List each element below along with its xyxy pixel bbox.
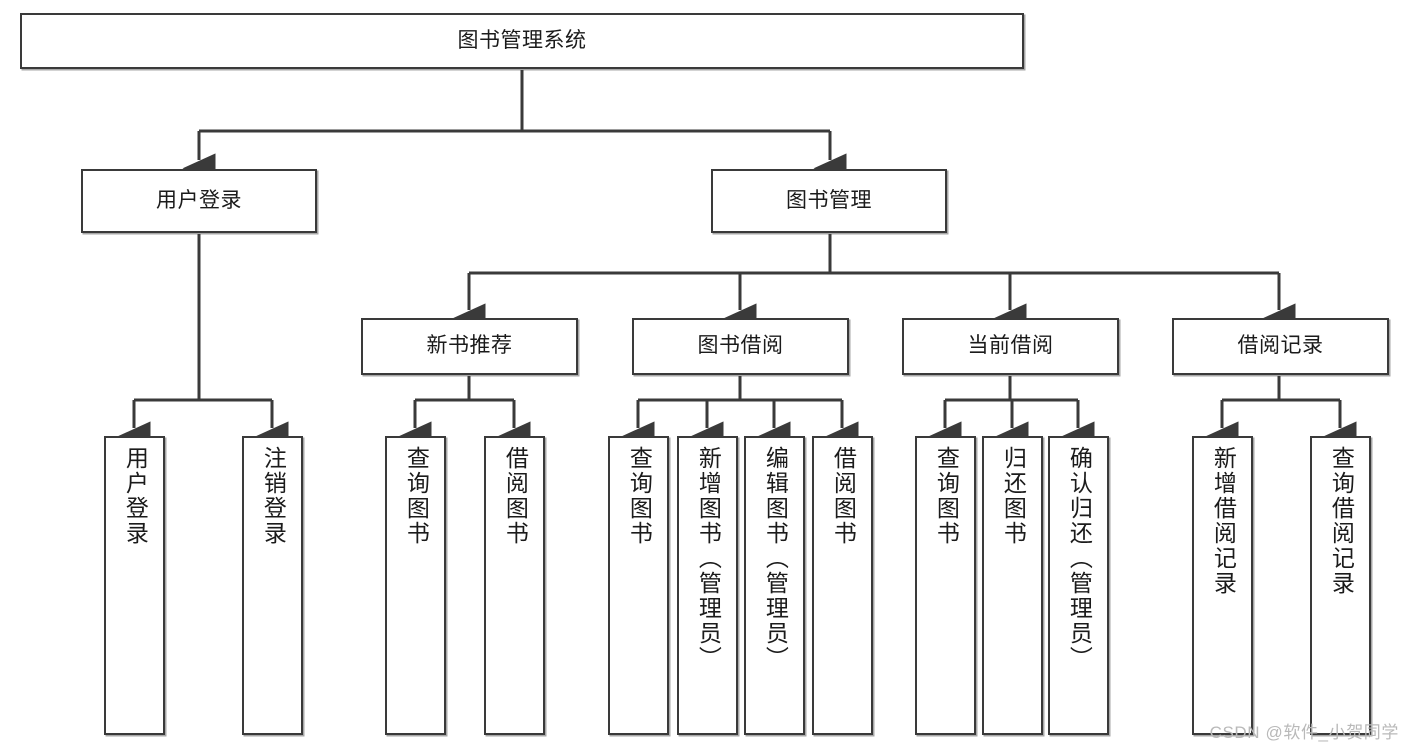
leaf-borrow-edit-book-admin[interactable]: 编辑图书（管理员） (744, 436, 805, 735)
node-label: 新增图书（管理员） (695, 446, 722, 671)
node-new-book-recommend[interactable]: 新书推荐 (361, 318, 578, 375)
node-label: 注销登录 (260, 446, 287, 546)
node-label: 图书管理系统 (457, 28, 587, 52)
node-label: 查询借阅记录 (1328, 446, 1355, 596)
node-label: 归还图书 (1000, 446, 1027, 546)
leaf-recommend-borrow-book[interactable]: 借阅图书 (484, 436, 545, 735)
leaf-borrow-borrow-book[interactable]: 借阅图书 (812, 436, 873, 735)
node-label: 当前借阅 (967, 334, 1054, 358)
node-label: 用户登录 (156, 188, 242, 212)
leaf-record-query-record[interactable]: 查询借阅记录 (1310, 436, 1371, 735)
node-current-borrow[interactable]: 当前借阅 (902, 318, 1119, 375)
leaf-borrow-query-book[interactable]: 查询图书 (608, 436, 669, 735)
node-book-borrow[interactable]: 图书借阅 (632, 318, 849, 375)
leaf-current-return-book[interactable]: 归还图书 (982, 436, 1043, 735)
leaf-record-add-record[interactable]: 新增借阅记录 (1192, 436, 1253, 735)
node-book-management[interactable]: 图书管理 (711, 169, 947, 233)
leaf-borrow-add-book-admin[interactable]: 新增图书（管理员） (677, 436, 738, 735)
node-label: 确认归还（管理员） (1066, 446, 1093, 671)
leaf-current-query-book[interactable]: 查询图书 (915, 436, 976, 735)
node-label: 查询图书 (403, 446, 430, 546)
node-root-book-management-system[interactable]: 图书管理系统 (20, 13, 1024, 69)
leaf-current-confirm-return-admin[interactable]: 确认归还（管理员） (1048, 436, 1109, 735)
node-label: 新书推荐 (426, 334, 513, 358)
node-label: 用户登录 (122, 446, 149, 546)
watermark: CSDN @软件_小贺同学 (1209, 723, 1399, 742)
node-borrow-record[interactable]: 借阅记录 (1172, 318, 1389, 375)
leaf-user-login-signout[interactable]: 注销登录 (242, 436, 303, 735)
node-label: 借阅图书 (830, 446, 857, 546)
node-label: 查询图书 (933, 446, 960, 546)
node-user-login[interactable]: 用户登录 (81, 169, 317, 233)
node-label: 借阅记录 (1237, 334, 1324, 358)
node-label: 图书管理 (786, 188, 872, 212)
leaf-recommend-query-book[interactable]: 查询图书 (385, 436, 446, 735)
node-label: 新增借阅记录 (1210, 446, 1237, 596)
node-label: 编辑图书（管理员） (762, 446, 789, 671)
leaf-user-login-signin[interactable]: 用户登录 (104, 436, 165, 735)
node-label: 借阅图书 (502, 446, 529, 546)
node-label: 查询图书 (626, 446, 653, 546)
node-label: 图书借阅 (697, 334, 784, 358)
